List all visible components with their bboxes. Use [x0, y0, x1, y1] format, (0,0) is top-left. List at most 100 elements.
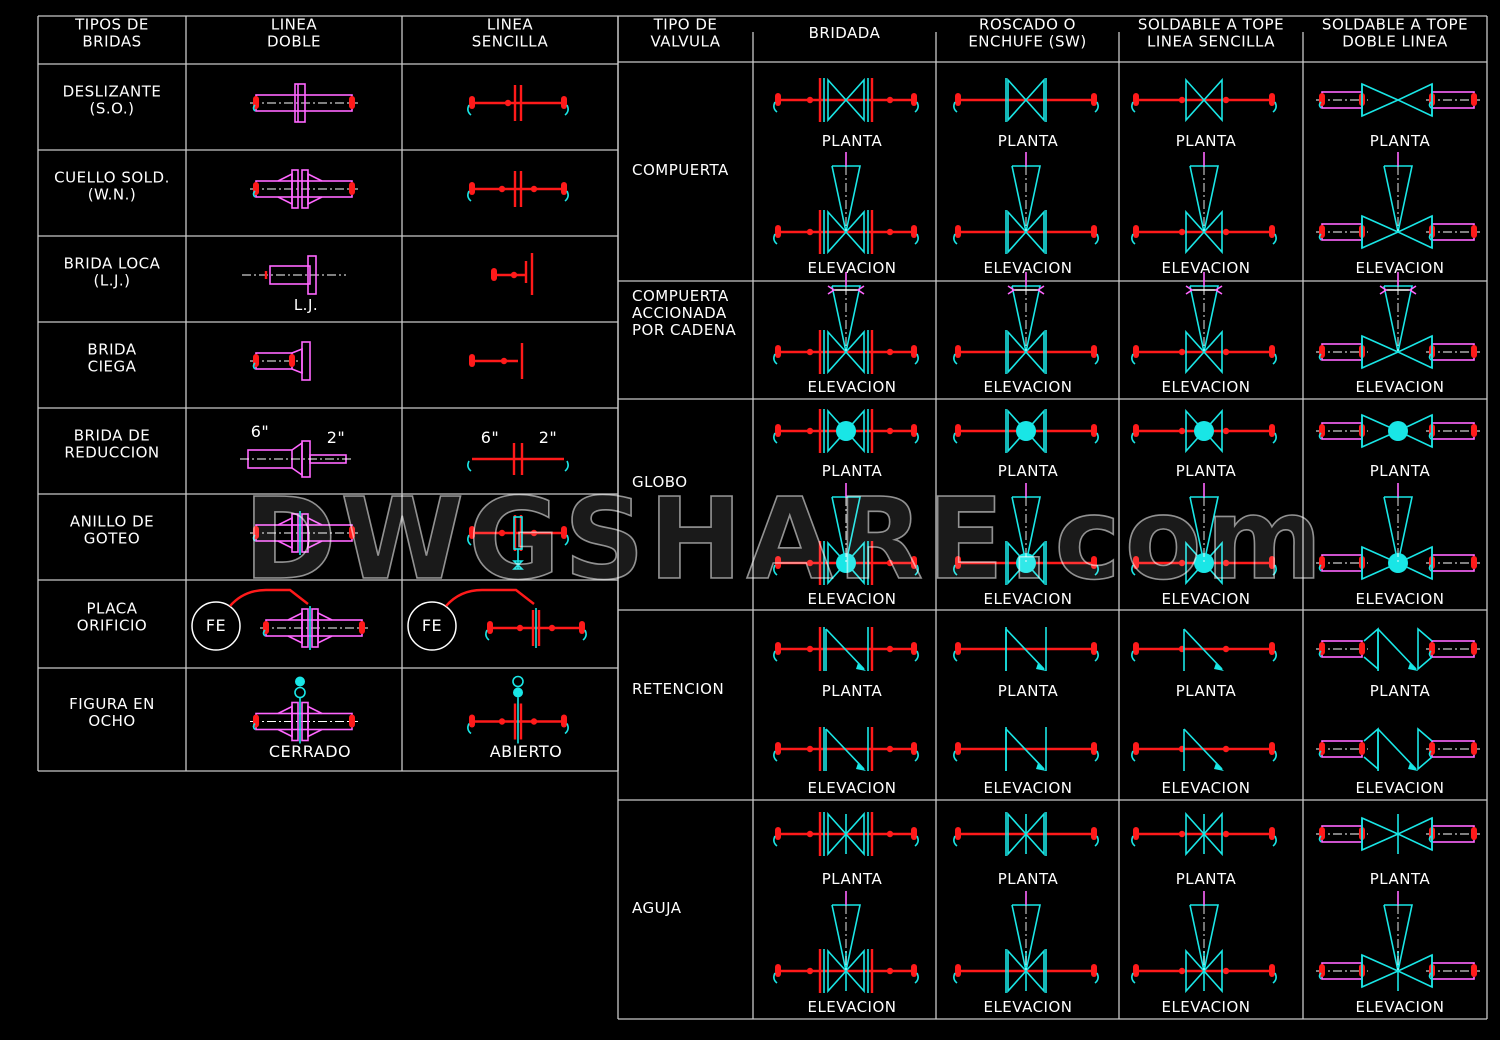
- pipe-end: [1269, 556, 1275, 569]
- pipe-end: [1471, 827, 1477, 840]
- weld-dot: [886, 645, 894, 653]
- pipe-break: [1094, 835, 1099, 847]
- pipe-break: [1428, 432, 1432, 440]
- stem-cone: [1011, 904, 1027, 972]
- globe-ball: [836, 421, 856, 441]
- pipe-break: [773, 353, 778, 365]
- weld-dot: [886, 96, 894, 104]
- elevation-view-label: ELEVACION: [807, 779, 896, 797]
- valve-name: GLOBO: [632, 473, 688, 491]
- pipe-break: [564, 460, 569, 472]
- pipe-end: [349, 96, 355, 109]
- pipe-break: [252, 104, 256, 112]
- weld-dot: [1222, 559, 1230, 567]
- elevation-view-label: ELEVACION: [983, 378, 1072, 396]
- pipe-break: [1131, 564, 1136, 576]
- valve-globe-elev-col1: [773, 483, 919, 586]
- pipe-end: [775, 964, 781, 977]
- plan-view-label: PLANTA: [1370, 462, 1431, 480]
- pipe-break: [1094, 650, 1099, 662]
- pipe-end: [491, 268, 497, 281]
- pipe-break: [953, 650, 958, 662]
- weld-dot: [806, 745, 814, 753]
- chain: [1007, 285, 1045, 295]
- valve-check-plan-col4: [1316, 627, 1480, 671]
- pipe-break: [564, 534, 569, 546]
- pipe-end: [561, 96, 567, 109]
- pipe-end: [1471, 742, 1477, 755]
- check-disc: [1377, 728, 1417, 770]
- weld-dot: [500, 357, 508, 365]
- plan-view-label: PLANTA: [822, 132, 883, 150]
- stem-cone: [1190, 496, 1219, 564]
- pipe-break: [1318, 564, 1322, 572]
- pipe-break: [1131, 432, 1136, 444]
- pipe-break: [914, 353, 919, 365]
- pipe-break: [1094, 432, 1099, 444]
- pipe-end: [1091, 225, 1097, 238]
- pipe-end: [561, 526, 567, 539]
- pipe-end: [911, 742, 917, 755]
- valve-header: BRIDADA: [809, 24, 881, 42]
- flange-name: DESLIZANTE(S.O.): [63, 83, 162, 118]
- pipe-end: [1269, 827, 1275, 840]
- pipe-break: [252, 190, 256, 198]
- plan-view-label: PLANTA: [1176, 132, 1237, 150]
- pipe-break: [467, 723, 472, 735]
- pipe-break: [1272, 101, 1277, 113]
- stem-cone: [1190, 165, 1219, 233]
- pipe-break: [252, 362, 256, 370]
- stem-cone: [831, 165, 847, 233]
- flange-double-blind: [250, 341, 311, 381]
- pipe-break: [773, 233, 778, 245]
- flange-disc: [291, 169, 299, 209]
- stem-cone: [831, 904, 847, 972]
- blind-flange: [301, 341, 311, 381]
- valve-body: [1185, 811, 1223, 857]
- check-disc: [1377, 628, 1417, 670]
- valve-check-elev-col4: [1316, 727, 1480, 771]
- elevation-view-label: ELEVACION: [983, 779, 1072, 797]
- valve-globe-plan-col2: [953, 408, 1099, 454]
- valve-body: [1185, 77, 1223, 123]
- pipe-break: [953, 972, 958, 984]
- valve-name: AGUJA: [632, 899, 682, 917]
- pipe-end: [911, 556, 917, 569]
- plan-view-label: PLANTA: [1176, 870, 1237, 888]
- pipe-end: [911, 827, 917, 840]
- flow-arrow: [856, 663, 866, 671]
- stem-cone: [1011, 165, 1027, 233]
- valve-globe-plan-col4: [1316, 413, 1480, 449]
- elevation-view-label: ELEVACION: [1355, 378, 1444, 396]
- valve-check-plan-col2: [953, 627, 1099, 671]
- stem-cone: [1189, 904, 1205, 972]
- stem-cone: [1383, 496, 1399, 564]
- plan-view-label: PLANTA: [1370, 132, 1431, 150]
- globe-ball: [1016, 421, 1036, 441]
- valve-check-elev-col3: [1131, 728, 1277, 771]
- elevation-view-label: ELEVACION: [807, 998, 896, 1016]
- weld-dot: [806, 96, 814, 104]
- flange-disc: [301, 608, 309, 648]
- flange-disc: [294, 83, 306, 123]
- pipe-end: [1091, 642, 1097, 655]
- pipe-break: [1131, 972, 1136, 984]
- leader-line: [229, 588, 309, 607]
- pipe-end: [1471, 93, 1477, 106]
- pipe-break: [467, 190, 472, 202]
- stem-cone: [832, 904, 861, 972]
- stem-cone: [1383, 165, 1399, 233]
- plan-view-label: PLANTA: [822, 682, 883, 700]
- weld-dot: [886, 967, 894, 975]
- pipe-end: [469, 96, 475, 109]
- pipe-end: [1359, 742, 1365, 755]
- pipe-end: [349, 526, 355, 539]
- pipe-break: [252, 534, 256, 542]
- weld-dot: [886, 348, 894, 356]
- stem-cone: [1383, 285, 1399, 353]
- pipe-break: [953, 432, 958, 444]
- pipe-end: [1269, 93, 1275, 106]
- pipe-end: [349, 714, 355, 728]
